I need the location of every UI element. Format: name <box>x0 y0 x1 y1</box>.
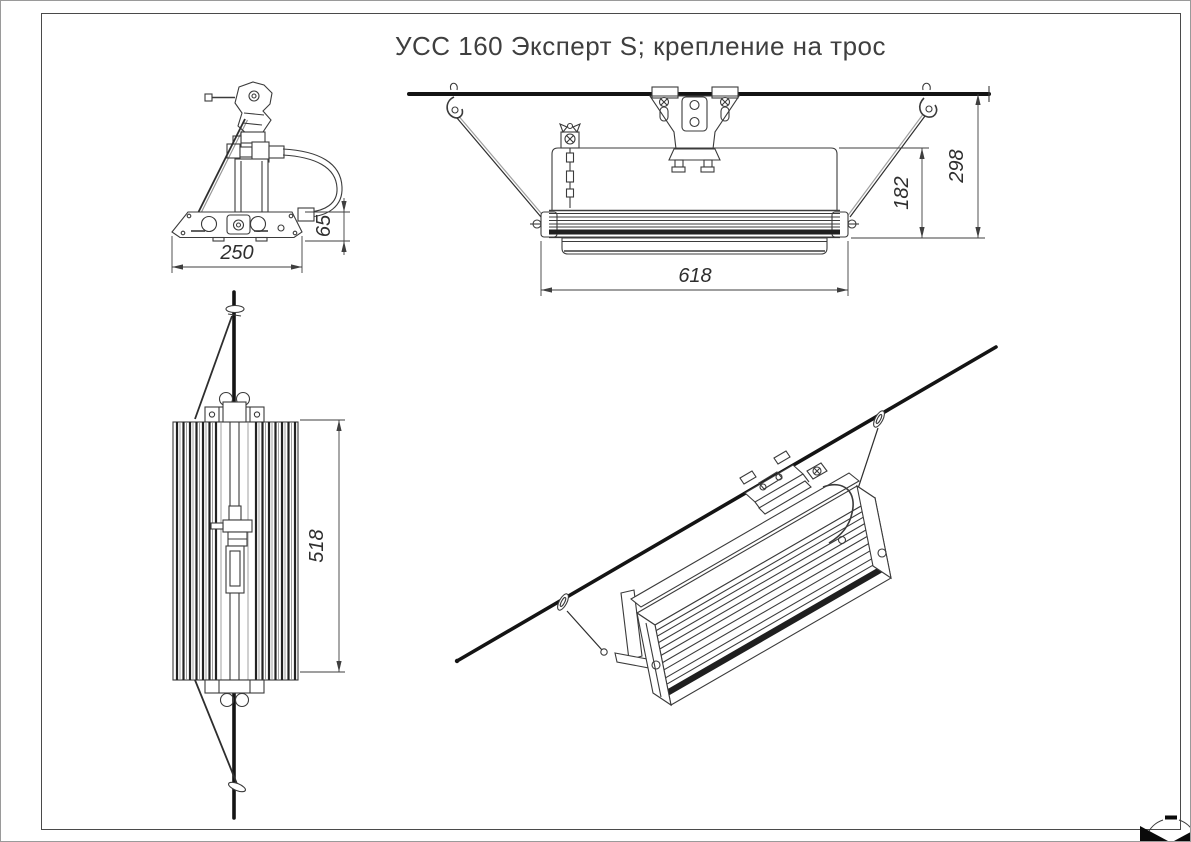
view-top: 518 <box>172 290 345 820</box>
dimension-label: 65 <box>313 214 335 237</box>
dimension-label: 518 <box>306 529 328 562</box>
dimension-65: 65 <box>305 198 350 255</box>
dimension-250: 250 <box>171 236 303 273</box>
dimension-298: 298 <box>946 94 981 238</box>
dimension-label: 182 <box>891 176 913 209</box>
dimension-label: 250 <box>219 242 253 264</box>
dimension-182: 182 <box>839 147 985 239</box>
dimension-618: 618 <box>540 241 849 296</box>
dimension-label: 618 <box>678 265 711 287</box>
drawing-title: УСС 160 Эксперт S; крепление на трос <box>394 31 887 61</box>
view-end: 250 65 <box>171 81 350 273</box>
dimension-518: 518 <box>300 419 345 673</box>
view-isometric <box>454 345 998 707</box>
dimension-label: 298 <box>946 149 968 183</box>
focus-logo-symbol <box>1140 815 1190 841</box>
drawing-frame <box>41 13 1181 830</box>
view-front: 618 182 298 <box>407 82 991 296</box>
